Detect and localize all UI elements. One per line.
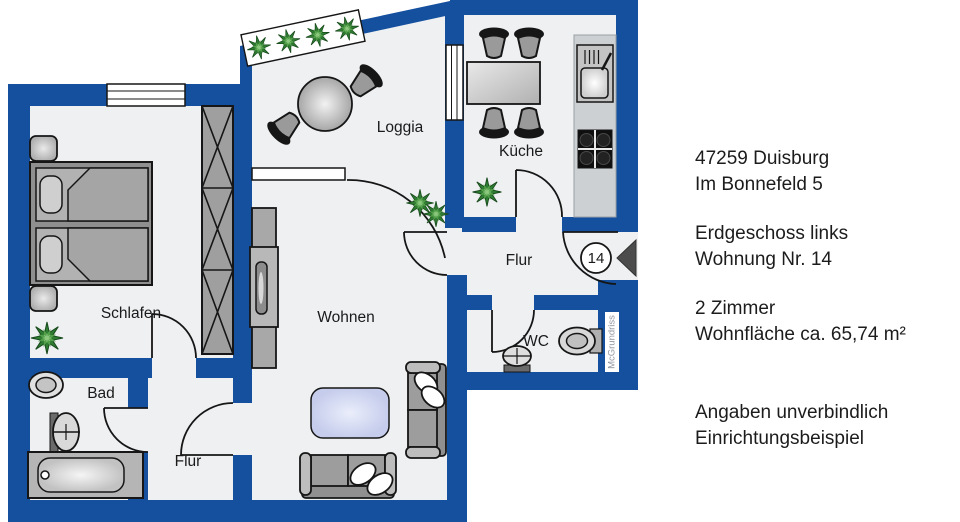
bedroom-furniture (29, 105, 234, 355)
loggia-side-window (445, 44, 464, 121)
room-count: 2 Zimmer (695, 298, 776, 319)
washbasin-icon (502, 345, 532, 373)
living-room-door (180, 402, 234, 456)
hallway-living-door (403, 231, 448, 276)
bathroom-label: Bad (87, 385, 115, 402)
loggia-label: Loggia (377, 119, 424, 136)
kitchen-sink-icon (576, 44, 614, 103)
tv-cabinet-icon (249, 207, 279, 369)
windows (106, 44, 464, 181)
apartment-no: Wohnung Nr. 14 (695, 249, 832, 270)
toilet-icon (558, 326, 603, 356)
wc-door (491, 309, 535, 353)
stove-icon (577, 129, 613, 169)
living-area: Wohnfläche ca. 65,74 m² (695, 324, 906, 345)
bedroom-label: Schlafen (101, 305, 161, 322)
door-arcs (103, 169, 618, 456)
apartment-number-badge (580, 242, 612, 274)
hallway-lower-floor (148, 378, 233, 500)
hallway-upper-label: Flur (506, 252, 533, 269)
wc-furniture (502, 326, 603, 373)
kitchen-label: Küche (499, 143, 543, 160)
kitchen-door (515, 169, 563, 218)
nightstand-icon (29, 135, 58, 162)
double-bed-icon (29, 161, 153, 286)
living-room-label: Wohnen (317, 309, 374, 326)
flower-box-icon (240, 9, 366, 67)
toilet-icon (28, 371, 64, 399)
plant-icon (472, 177, 502, 207)
address-block: 47259 Duisburg Im Bonnefeld 5 (695, 146, 906, 198)
wc-label: WC (523, 333, 549, 350)
round-table-icon (297, 76, 353, 132)
street: Im Bonnefeld 5 (695, 174, 823, 195)
loggia-furniture (240, 9, 388, 150)
living-room-furniture (249, 207, 447, 499)
watermark-text: McGrundriss (607, 315, 618, 369)
hallway-lower-label: Flur (175, 453, 202, 470)
room-labels: Schlafen Bad Flur Wohnen Loggia Küche Fl… (87, 119, 549, 470)
sofa-vertical-icon (405, 361, 447, 459)
loggia-window-band (251, 167, 346, 181)
floor-position: Erdgeschoss links (695, 223, 849, 244)
dining-table-icon (466, 61, 541, 105)
wardrobe-icon (201, 105, 234, 355)
kitchen-furniture (466, 26, 617, 218)
disclaimer-line2: Einrichtungsbeispiel (695, 428, 864, 449)
bathtub-icon (27, 451, 144, 499)
entrance-door (562, 231, 618, 285)
bedroom-window (106, 83, 186, 107)
location-block: Erdgeschoss links Wohnung Nr. 14 (695, 221, 906, 273)
plant-icon (422, 200, 450, 228)
washbasin-icon (49, 412, 80, 454)
info-panel: 47259 Duisburg Im Bonnefeld 5 Erdgeschos… (695, 146, 906, 475)
nightstand-icon (29, 285, 58, 312)
sofa-icon (299, 452, 397, 499)
entrance-arrow-icon (616, 238, 637, 278)
bedroom-door (151, 313, 197, 359)
postal-city: 47259 Duisburg (695, 148, 830, 169)
watermark-strip (605, 312, 619, 372)
size-block: 2 Zimmer Wohnfläche ca. 65,74 m² (695, 296, 906, 348)
entrance-marker: 14 (580, 238, 637, 278)
rug-icon (310, 387, 390, 439)
apartment-number: 14 (588, 250, 605, 267)
plant-icon (30, 321, 64, 355)
disclaimer-block: Angaben unverbindlich Einrichtungsbeispi… (695, 400, 906, 452)
loggia-door (346, 179, 446, 259)
disclaimer-line1: Angaben unverbindlich (695, 402, 889, 423)
bathroom-furniture (27, 371, 144, 499)
